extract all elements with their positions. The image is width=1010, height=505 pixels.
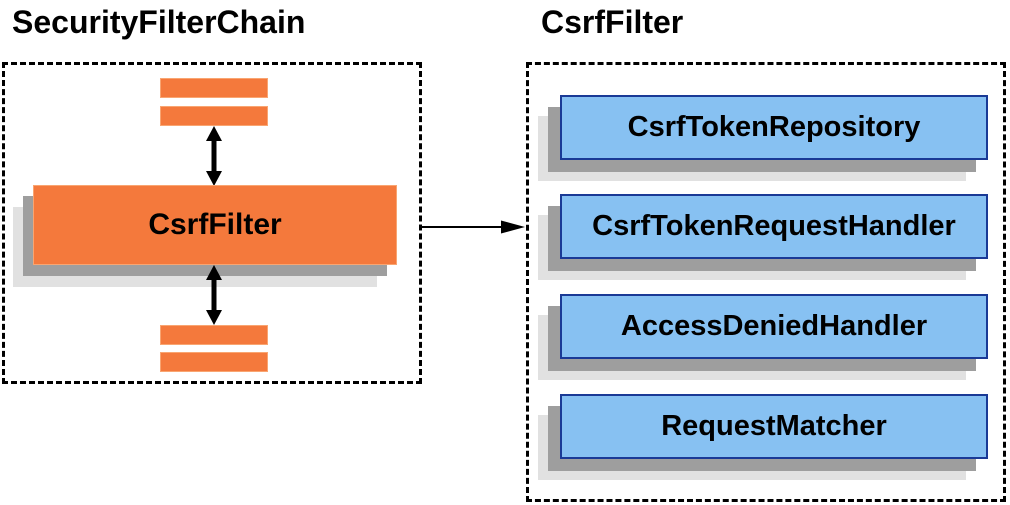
csrf-filter-node-label: CsrfFilter xyxy=(148,208,282,241)
component-node-request-matcher: RequestMatcher xyxy=(560,394,988,459)
security-filter-chain-title: SecurityFilterChain xyxy=(12,4,306,40)
component-node-csrf-token-request-handler: CsrfTokenRequestHandler xyxy=(560,194,988,259)
component-label: CsrfTokenRequestHandler xyxy=(592,210,956,242)
csrf-filter-node: CsrfFilter xyxy=(33,185,397,265)
double-headed-arrow-icon xyxy=(206,126,222,186)
component-label: CsrfTokenRepository xyxy=(627,111,921,143)
component-label: AccessDeniedHandler xyxy=(620,310,928,342)
security-filter-chain-boundary xyxy=(2,62,422,384)
component-node-access-denied-handler: AccessDeniedHandler xyxy=(560,294,988,359)
double-headed-arrow-icon xyxy=(206,265,222,325)
component-label: RequestMatcher xyxy=(661,410,887,442)
filter-placeholder-bar xyxy=(160,325,268,345)
component-node-csrf-token-repository: CsrfTokenRepository xyxy=(560,95,988,160)
filter-placeholder-bar xyxy=(160,352,268,372)
filter-placeholder-bar xyxy=(160,78,268,98)
filter-placeholder-bar xyxy=(160,106,268,126)
csrf-filter-title: CsrfFilter xyxy=(541,4,684,40)
csrf-filter-boundary xyxy=(526,62,1006,502)
flow-arrow-icon xyxy=(422,220,525,234)
